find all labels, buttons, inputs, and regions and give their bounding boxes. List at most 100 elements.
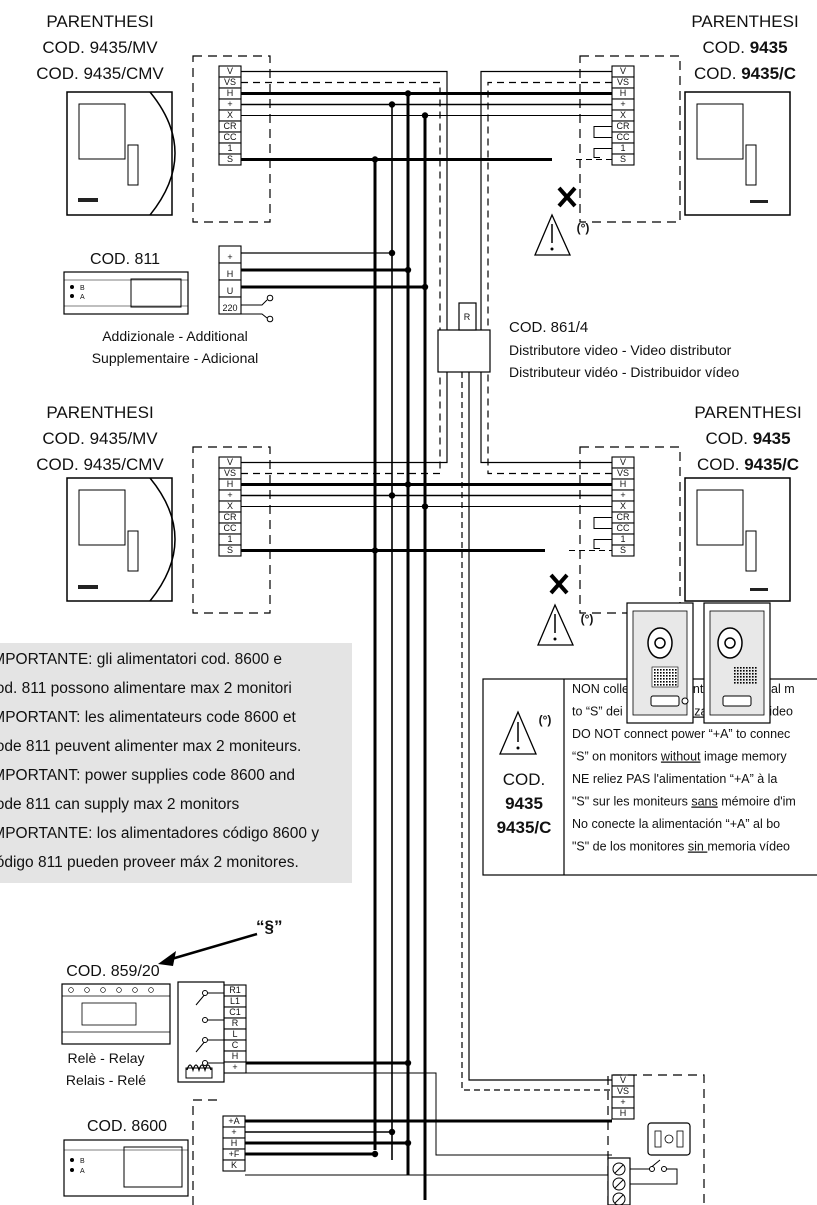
- relay-line1: Relè - Relay: [67, 1050, 144, 1066]
- junction-dot: [388, 492, 396, 499]
- terminal-label: V: [620, 457, 626, 467]
- junction-dot: [421, 283, 429, 291]
- additional-line2: Supplementaire - Adicional: [92, 350, 259, 366]
- terminal-label: H: [232, 1051, 239, 1061]
- terminal-label: VS: [617, 468, 629, 478]
- terminal-label: S: [227, 154, 233, 164]
- terminal-label: V: [227, 457, 233, 467]
- wire: [241, 81, 441, 330]
- terminal-label: +: [620, 490, 625, 500]
- wire: [487, 81, 612, 330]
- warning-line: "S" de los monitores sin memoria vídeo: [572, 840, 790, 854]
- wire: [241, 313, 268, 319]
- terminal-label: +A: [228, 1116, 239, 1126]
- monitor-mr-title: PARENTHESI: [694, 403, 801, 422]
- wire: [241, 1072, 612, 1156]
- wire: [480, 70, 612, 330]
- junction-dot: [404, 481, 412, 488]
- monitor-tl-code1: COD. 9435/MV: [42, 38, 158, 57]
- warning-line: No conecte la alimentación “+A” al bo: [572, 817, 780, 831]
- wire: [487, 372, 612, 475]
- wire: [241, 299, 268, 306]
- terminal-label: CC: [224, 132, 237, 142]
- monitor-tl-code2: COD. 9435/CMV: [36, 64, 164, 83]
- note-line: IMPORTANTE: los alimentadores código 860…: [0, 825, 319, 842]
- door-button-icon: [630, 1159, 678, 1185]
- junction-dot: [388, 249, 396, 257]
- monitor-mid-right: PARENTHESI COD. 9435 COD. 9435/C: [579, 403, 802, 614]
- speaker-grille-icon: [734, 667, 757, 684]
- monitor-mr-code2: COD. 9435/C: [697, 455, 799, 474]
- junction-dot: [404, 1059, 412, 1067]
- terminal-label: S: [620, 154, 626, 164]
- monitor-ml-box: [192, 446, 271, 614]
- terminal-label: V: [620, 66, 626, 76]
- monitor-tr-box: [579, 55, 681, 223]
- terminal-label: 1: [227, 143, 232, 153]
- led-b-label: B: [80, 285, 85, 292]
- entrance-panels: [626, 602, 771, 724]
- speaker-grille-icon: [651, 666, 679, 688]
- terminal-label: +F: [229, 1149, 240, 1159]
- terminal-label: H: [620, 479, 627, 489]
- terminal-label: CC: [617, 523, 630, 533]
- call-button-icon: [722, 695, 752, 707]
- terminal-label: V: [227, 66, 233, 76]
- warning-triangle-icon: [534, 213, 572, 256]
- wire: [241, 70, 448, 330]
- terminal-label: +: [231, 1127, 236, 1137]
- degree-mark: (°): [581, 612, 594, 626]
- terminal-label: R1: [229, 985, 241, 995]
- wire: [593, 517, 612, 529]
- terminal-label: CC: [617, 132, 630, 142]
- note-line: IMPORTANT: les alimentateurs code 8600 e…: [0, 709, 297, 726]
- led-b-icon: [70, 1158, 74, 1162]
- monitor-tr-code1: COD. 9435: [702, 38, 787, 57]
- entrance-panel-with-keypad: [626, 602, 694, 724]
- terminal-label: 220: [222, 303, 237, 313]
- junction-dot: [371, 547, 379, 554]
- panel-box: [607, 1074, 705, 1205]
- warning-line: "S" sur les moniteurs sans mémoire d'im: [572, 795, 796, 809]
- terminal-label: C: [232, 1040, 239, 1050]
- junction-dots: [371, 90, 429, 1158]
- warning-triangle-icon: [499, 710, 537, 755]
- terminal-label: +: [227, 252, 232, 262]
- terminal-label: CR: [224, 512, 237, 522]
- note-line: cod. 811 possono alimentare max 2 monito…: [0, 680, 292, 697]
- led-a-icon: [70, 1168, 74, 1172]
- led-a-label: A: [80, 294, 85, 301]
- brand-logo: [750, 200, 768, 203]
- junction-dot: [421, 503, 429, 510]
- arrow-icon: [158, 932, 258, 966]
- terminal-label: L1: [230, 996, 240, 1006]
- terminal-cell: [611, 1107, 635, 1120]
- distributor-861: R COD. 861/4 Distributore video - Video …: [437, 302, 740, 380]
- terminal-label: K: [231, 1160, 237, 1170]
- relay-line2: Relais - Relé: [66, 1072, 146, 1088]
- panel-bottom: [607, 1074, 705, 1205]
- distributor-code: COD. 861/4: [509, 319, 588, 336]
- wire: [593, 539, 612, 549]
- terminal-cell: [611, 153, 635, 166]
- monitor-ml-code1: COD. 9435/MV: [42, 429, 158, 448]
- junction-dot: [371, 156, 379, 163]
- wire: [593, 126, 612, 138]
- terminal-label: +: [232, 1062, 237, 1072]
- wires: [241, 70, 620, 1200]
- button-column-icon: [127, 144, 139, 186]
- wire: [593, 148, 612, 158]
- screw-terminals: [607, 1157, 631, 1205]
- brand-logo: [78, 198, 98, 202]
- wire: [241, 372, 441, 475]
- relay-schematic-box: [177, 981, 225, 1083]
- important-note: IMPORTANTE: gli alimentatori cod. 8600 e…: [0, 643, 352, 883]
- monitor-ml-title: PARENTHESI: [46, 403, 153, 422]
- warning-line: DO NOT connect power “+A” to connec: [572, 727, 790, 741]
- terminal-label: H: [620, 88, 627, 98]
- terminal-label: VS: [617, 1086, 629, 1096]
